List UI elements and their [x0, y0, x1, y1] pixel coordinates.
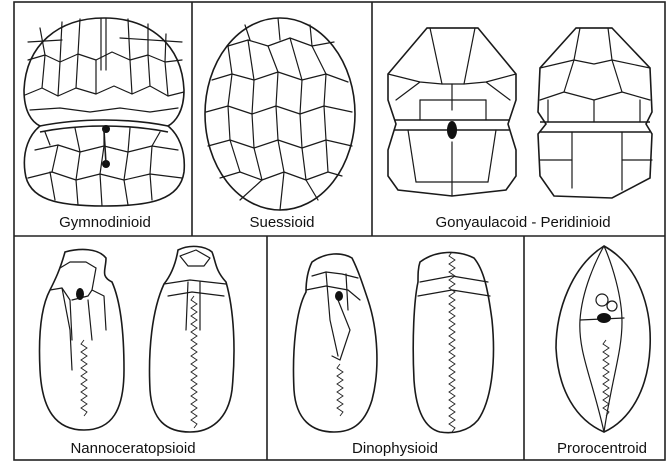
- dinophysioid-illustration-right: [413, 252, 493, 433]
- nannoceratopsioid-illustration-left: [39, 250, 124, 430]
- label-prorocentroid: Prorocentroid: [542, 440, 662, 457]
- outer-frame: [14, 2, 665, 460]
- label-dinophysioid: Dinophysioid: [340, 440, 450, 457]
- gonyaulacoid-illustration-right: [538, 28, 652, 198]
- label-nannoceratopsioid: Nannoceratopsioid: [58, 440, 208, 457]
- suessioid-illustration: [205, 18, 355, 210]
- prorocentroid-illustration: [556, 246, 650, 432]
- gonyaulacoid-illustration-left: [388, 28, 516, 196]
- label-gonyaulacoid: Gonyaulacoid - Peridinioid: [410, 214, 636, 231]
- label-gymnodinioid: Gymnodinioid: [50, 214, 160, 231]
- panel-frames: [14, 2, 665, 460]
- label-suessioid: Suessioid: [232, 214, 332, 231]
- dinophysioid-illustration-left: [294, 254, 377, 432]
- nannoceratopsioid-illustration-right: [150, 246, 234, 432]
- gymnodinioid-illustration: [24, 18, 184, 206]
